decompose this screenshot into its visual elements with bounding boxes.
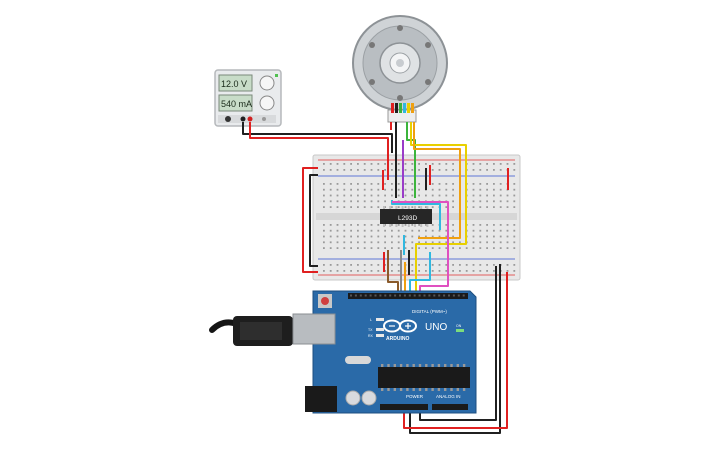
breadboard-holes bbox=[323, 163, 516, 272]
digital-header-label: DIGITAL (PWM~) bbox=[412, 309, 447, 314]
analog-header-label: ANALOG IN bbox=[436, 394, 461, 399]
dc-jack bbox=[305, 386, 337, 412]
capacitor-1 bbox=[345, 390, 361, 406]
dc-motor-encoder[interactable] bbox=[352, 15, 448, 123]
led-label-rx: RX bbox=[368, 334, 374, 338]
wire-psu-negative bbox=[242, 122, 393, 153]
led-label-tx: TX bbox=[368, 328, 373, 332]
wire-right-black2 bbox=[419, 266, 497, 421]
capacitor-2 bbox=[361, 390, 377, 406]
led-label-l: L bbox=[370, 318, 372, 322]
usb-port bbox=[292, 313, 336, 345]
wire-pink bbox=[392, 201, 449, 294]
wire-left-black bbox=[309, 174, 318, 267]
power-header bbox=[380, 404, 428, 410]
wire-psu-positive bbox=[249, 122, 389, 180]
wire-right-red bbox=[403, 272, 508, 429]
atmega-chip bbox=[378, 367, 470, 388]
power-switch[interactable] bbox=[225, 116, 231, 122]
arduino-brand: ARDUINO bbox=[386, 336, 409, 342]
wire-motor-yellow bbox=[410, 122, 467, 292]
digital-header bbox=[348, 293, 468, 299]
wire-motor-orange bbox=[413, 122, 461, 239]
arduino-model: UNO bbox=[425, 322, 447, 333]
voltage-knob[interactable] bbox=[259, 75, 275, 91]
positive-terminal[interactable] bbox=[247, 116, 253, 122]
wire-cyan-bottom bbox=[409, 252, 431, 294]
wires bbox=[242, 122, 509, 434]
arduino-logo bbox=[383, 319, 417, 333]
wire-brown bbox=[387, 250, 399, 294]
current-display: 540 mA bbox=[221, 99, 252, 109]
current-knob[interactable] bbox=[259, 95, 275, 111]
crystal bbox=[345, 356, 371, 364]
analog-header bbox=[432, 404, 468, 410]
wire-right-black bbox=[409, 264, 501, 434]
power-supply[interactable]: 12.0 V 540 mA bbox=[214, 69, 282, 127]
negative-terminal[interactable] bbox=[240, 116, 246, 122]
power-header-label: POWER bbox=[406, 394, 424, 399]
chip-label: L293D bbox=[398, 215, 417, 222]
wire-left-red bbox=[302, 167, 318, 273]
l293d-chip[interactable]: L293D bbox=[380, 206, 432, 227]
on-label: ON bbox=[456, 324, 462, 328]
arduino-uno[interactable]: DIGITAL (PWM~) ARDUINO UNO L TX RX ON PO… bbox=[209, 290, 477, 414]
voltage-display: 12.0 V bbox=[221, 79, 247, 89]
